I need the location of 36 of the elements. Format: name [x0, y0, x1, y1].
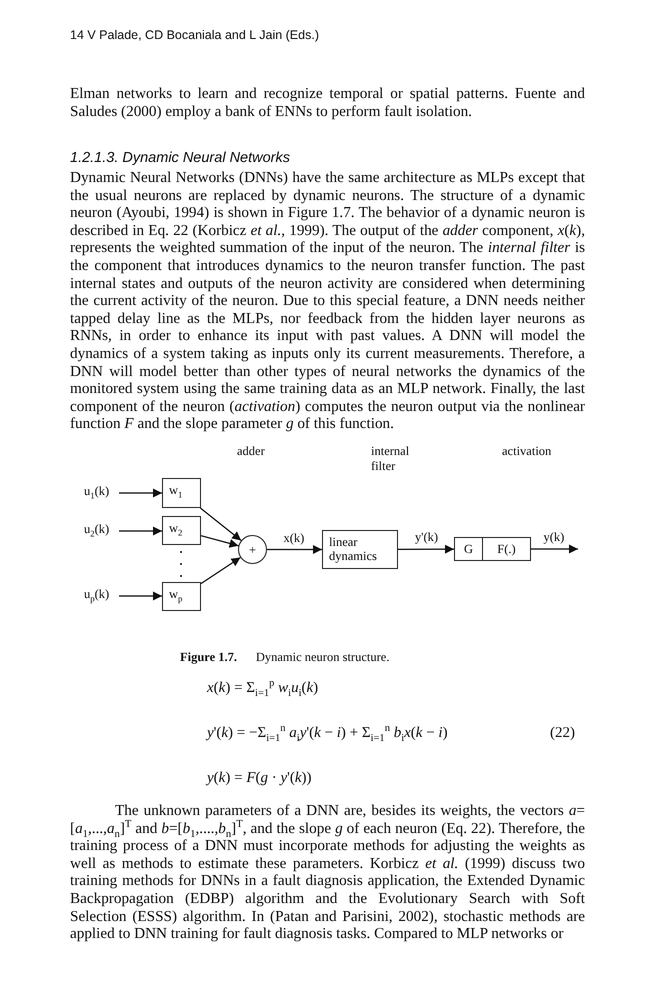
paragraph: Elman networks to learn and recognize temporal or spatial patterns. Fuente and Saludes (2000) employ a bank of ENNs to perform fault isolation.: [70, 85, 585, 120]
edge-label: y'(k): [414, 530, 440, 546]
input-label: u$_{p}$(k): [84, 587, 116, 605]
weight-box: w$_{p}$: [162, 582, 201, 611]
arrow: [119, 526, 162, 536]
arrow: [531, 544, 578, 554]
block-label: G: [455, 538, 483, 560]
summing-junction: +: [238, 535, 267, 564]
edge-label: y(k): [542, 530, 566, 545]
equation: x(k) = Σ$_{i=1}$$^{p}$ w$_{i}$u$_{i}$(k): [207, 680, 320, 697]
arrow: [200, 508, 242, 541]
edge-label: x(k): [282, 530, 306, 546]
activation-box: [454, 537, 531, 561]
input-label: u$_{1}$(k): [84, 484, 116, 502]
arrow: [200, 557, 241, 584]
paragraph: The unknown parameters of a DNN are, besides its weights, the vectors a=[a$_{1}$,...,a$_{n}$]$^{T}$ and b=[b$_{1}$,....,b$_{n}$]$^{T}$, and the slope g of each neuron (Eq. 22). Therefore, the training process of a DNN must incorporate methods for adjusting the weights as well as methods to estimate these parameters. Korbicz et al. (1999) discuss two training methods for DNNs in a fault diagnosis application, the Extended Dynamic Backpropagation (EDBP) algorithm and the Evolutionary Search with Soft Selection (ESSS) algorithm. In (Patan and Parisini, 2002), stochastic methods are applied to DNN training for fault diagnosis tasks. Compared to MLP networks or: [70, 802, 585, 943]
arrow: [398, 544, 454, 554]
weight-box: w$_{1}$: [162, 478, 201, 508]
running-header: 14 V Palade, CD Bocaniala and L Jain (Eds.): [70, 28, 320, 42]
figure-caption: Figure 1.7. Dynamic neuron structure.: [180, 650, 390, 665]
equation: y'(k) = −Σ$_{i=1}$$^{n}$ a$_{i}$y'(k − i) + Σ$_{i=1}$$^{n}$ b$_{i}$x(k − i): [207, 725, 449, 742]
process-box: linear dynamics: [322, 530, 398, 569]
equation: y(k) = F(g · y'(k)): [207, 770, 313, 787]
block-label: activation: [502, 444, 552, 459]
block-label: adder: [237, 444, 266, 459]
section-heading: 1.2.1.3. Dynamic Neural Networks: [70, 150, 291, 166]
equation-number: (22): [550, 725, 576, 742]
weight-box: w$_{2}$: [162, 516, 201, 545]
arrow: [119, 592, 162, 600]
arrow: [200, 535, 239, 548]
paragraph: Dynamic Neural Networks (DNNs) have the same architecture as MLPs except that the usual neurons are replaced by dynamic neurons. The structure of a dynamic neuron (Ayoubi, 1994) is shown in Figure 1.7. The behavior of a dynamic neuron is described in Eq. 22 (Korbicz et al., 1999). The output of the adder component, x(k), represents the weighted summation of the input of the neuron. The internal filter is the component that introduces dynamics to the neuron transfer function. The past internal states and outputs of the neuron activity are considered when determining the current activity of the neuron. Due to this special feature, a DNN needs neither tapped delay line as the MLPs, nor feedback from the hidden layer neurons as RNNs, in order to enhance its input with past values. A DNN will model the dynamics of a system taking as inputs only its current measurements. Therefore, a DNN will model better than other types of neural networks the dynamics of the monitored system using the same training data as an MLP network. Finally, the last component of the neuron (activation) computes the neuron output via the nonlinear function F and the slope parameter g of this function.: [70, 169, 585, 433]
input-label: u$_{2}$(k): [84, 522, 116, 540]
arrow: [267, 545, 322, 554]
block-label: internal filter: [371, 444, 410, 474]
block-label: F(.): [496, 541, 517, 558]
arrow: [119, 488, 162, 498]
